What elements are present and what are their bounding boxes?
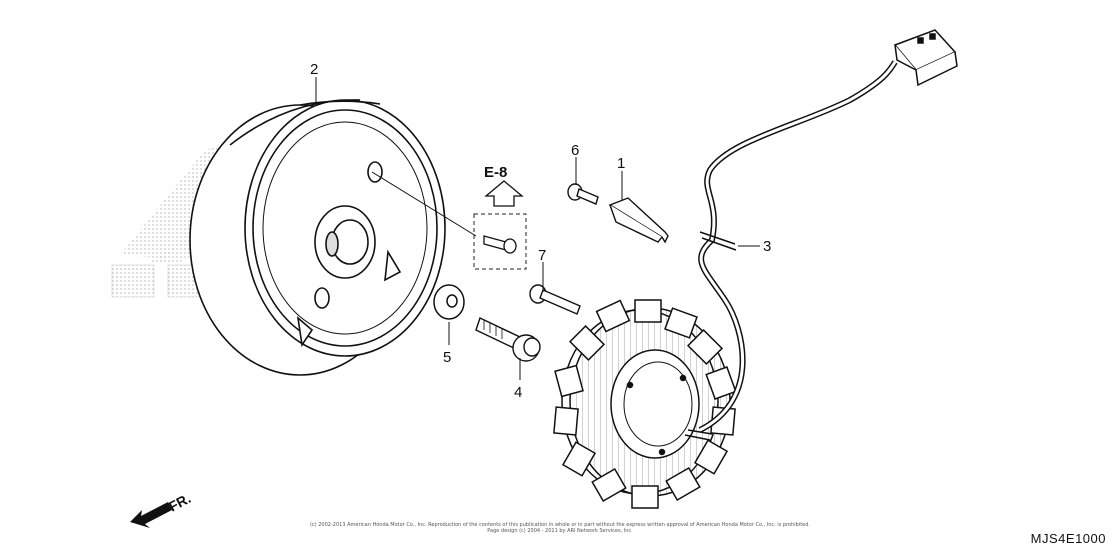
stator-coil[interactable] <box>553 299 737 509</box>
callout-5: 5 <box>443 349 451 366</box>
copyright-line-1: (c) 2002-2013 American Honda Motor Co., … <box>310 522 810 528</box>
leader-lines <box>315 77 760 380</box>
callout-2: 2 <box>310 61 318 78</box>
washer[interactable] <box>433 284 465 320</box>
front-direction-arrow-icon: FR. <box>130 490 193 528</box>
wire-connector[interactable] <box>893 29 958 87</box>
copyright-notice: (c) 2002-2013 American Honda Motor Co., … <box>250 522 870 534</box>
diagram-code: MJS4E1000 <box>1030 531 1106 546</box>
stator-bolt[interactable] <box>529 284 581 315</box>
flywheel-bolt[interactable] <box>475 317 541 362</box>
reference-label[interactable]: E-8 <box>484 164 507 181</box>
callout-6: 6 <box>571 142 579 159</box>
reference-box-e8[interactable] <box>371 171 527 270</box>
callout-4: 4 <box>514 384 522 401</box>
wire-harness[interactable] <box>684 29 958 441</box>
up-arrow-icon <box>484 180 524 207</box>
wire-clamp[interactable] <box>608 197 669 244</box>
callout-1: 1 <box>617 155 625 172</box>
callout-3: 3 <box>763 238 771 255</box>
flywheel-rotor[interactable] <box>189 99 446 376</box>
copyright-line-2: Page design (c) 2004 - 2011 by ARI Netwo… <box>487 528 633 534</box>
clamp-bolt[interactable] <box>567 183 599 205</box>
callout-7: 7 <box>538 247 546 264</box>
